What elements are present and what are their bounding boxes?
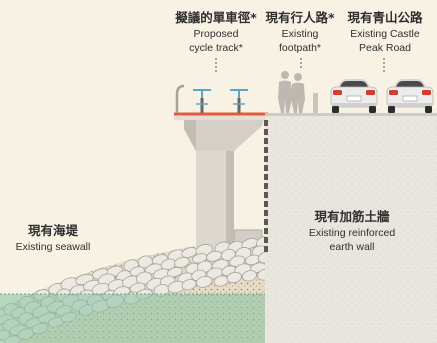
armour-rock <box>226 271 242 284</box>
car-tail-light <box>389 90 398 95</box>
railing <box>175 84 185 113</box>
cycle-track-label: 擬議的單車徑* Proposed cycle track* <box>166 10 266 55</box>
car-bumper <box>332 103 376 107</box>
car-tail-light <box>422 90 431 95</box>
cycle-track-label-en-line-2: cycle track* <box>189 42 243 54</box>
earth-wall-label-en-line-2: earth wall <box>329 241 375 253</box>
road-label-zh: 現有青山公路 <box>347 10 423 25</box>
car-tail-light <box>366 90 375 95</box>
seawall-label-en: Existing seawall <box>15 241 91 253</box>
earth-wall-label: 現有加筋土牆 Existing reinforced earth wall <box>287 209 417 254</box>
cycle-track-pier <box>174 84 268 254</box>
car-icon <box>386 79 434 113</box>
bicycle-icon <box>193 89 211 113</box>
pier-column-shade <box>226 149 234 254</box>
pedestrian-head <box>294 73 302 81</box>
earth-wall-label-en-line-1: Existing reinforced <box>308 227 396 239</box>
car-rear-window <box>396 81 424 87</box>
armour-rock <box>257 251 265 264</box>
sea-water <box>0 294 265 343</box>
pedestrian-icon <box>278 71 305 113</box>
car-rear-window <box>340 81 368 87</box>
cycle-track-deck <box>174 113 268 120</box>
footpath-label-zh: 現有行人路* <box>265 10 335 25</box>
armour-rock <box>174 256 190 268</box>
footpath-label-en-line-2: footpath* <box>278 42 322 54</box>
seawall-label: 現有海堤 Existing seawall <box>3 223 103 254</box>
pedestrian-body <box>278 80 292 113</box>
seawall-label-zh: 現有海堤 <box>27 223 78 238</box>
armour-rock <box>195 275 213 288</box>
pier-cap-shade <box>184 119 196 151</box>
car-license-plate <box>402 95 418 102</box>
pedestrian-head <box>281 71 289 79</box>
bicycle-wheel <box>237 98 241 113</box>
earth-wall-label-zh: 現有加筋土牆 <box>314 209 390 224</box>
cycle-track-label-zh: 擬議的單車徑* <box>175 10 257 25</box>
car-wheel <box>425 106 432 113</box>
car-wheel <box>388 106 395 113</box>
cycle-track-label-en-line-1: Proposed <box>193 28 239 40</box>
footpath-label: 現有行人路* Existing footpath* <box>250 10 350 55</box>
pedestrian-body <box>291 82 305 113</box>
bicycle-wheel <box>200 98 204 113</box>
road-label-en-line-2: Peak Road <box>359 42 411 54</box>
armour-rock <box>242 270 257 282</box>
car-wheel <box>369 106 376 113</box>
roadside-post <box>313 93 318 113</box>
bicycle-icon <box>230 89 248 113</box>
road-label-en-line-1: Existing Castle <box>350 28 420 40</box>
car-bumper <box>388 103 432 107</box>
armour-rock <box>257 268 265 281</box>
reinforced-earth-wall <box>265 115 437 343</box>
car-icon <box>330 79 378 113</box>
pier-cap <box>184 119 264 151</box>
road-surface <box>265 113 437 116</box>
road-label: 現有青山公路 Existing Castle Peak Road <box>335 10 435 55</box>
car-license-plate <box>346 95 362 102</box>
footpath-label-en-line-1: Existing <box>281 28 319 40</box>
armour-rock <box>166 266 183 278</box>
armour-rock <box>196 260 213 273</box>
car-tail-light <box>333 90 342 95</box>
car-wheel <box>332 106 339 113</box>
armour-rock <box>136 271 153 285</box>
